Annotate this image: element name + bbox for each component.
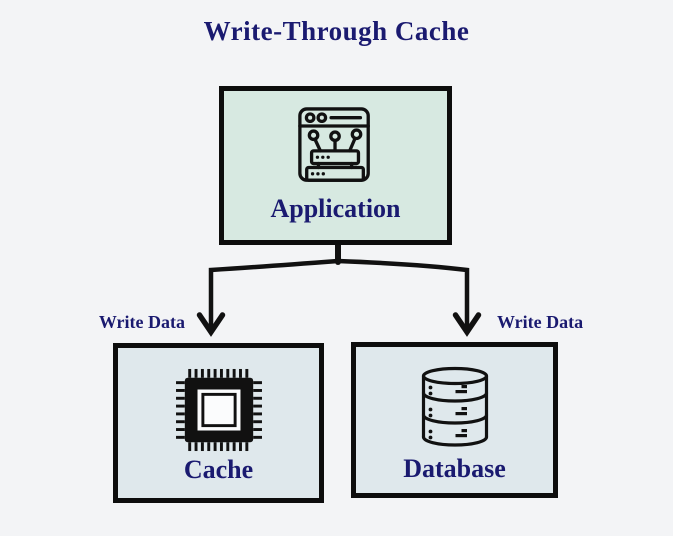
- cache-node: Cache: [113, 343, 324, 503]
- arrow-to-cache-line: [208, 258, 341, 329]
- arrow-to-database-line: [335, 258, 470, 329]
- database-label: Database: [403, 454, 506, 483]
- application-node: Application: [219, 86, 452, 245]
- diagram-title: Write-Through Cache: [203, 16, 470, 46]
- arrow-to-database-head: [452, 312, 482, 337]
- database-cylinder-icon: [421, 366, 488, 447]
- cache-label: Cache: [183, 455, 254, 484]
- cpu-chip-icon: [175, 368, 262, 452]
- application-label: Application: [270, 194, 401, 223]
- edge-label-write-data-cache: Write Data: [98, 312, 185, 332]
- application-window-icon: [297, 107, 370, 182]
- edge-label-write-data-database: Write Data: [497, 312, 584, 332]
- arrow-to-cache-head: [196, 312, 226, 337]
- database-node: Database: [351, 342, 558, 498]
